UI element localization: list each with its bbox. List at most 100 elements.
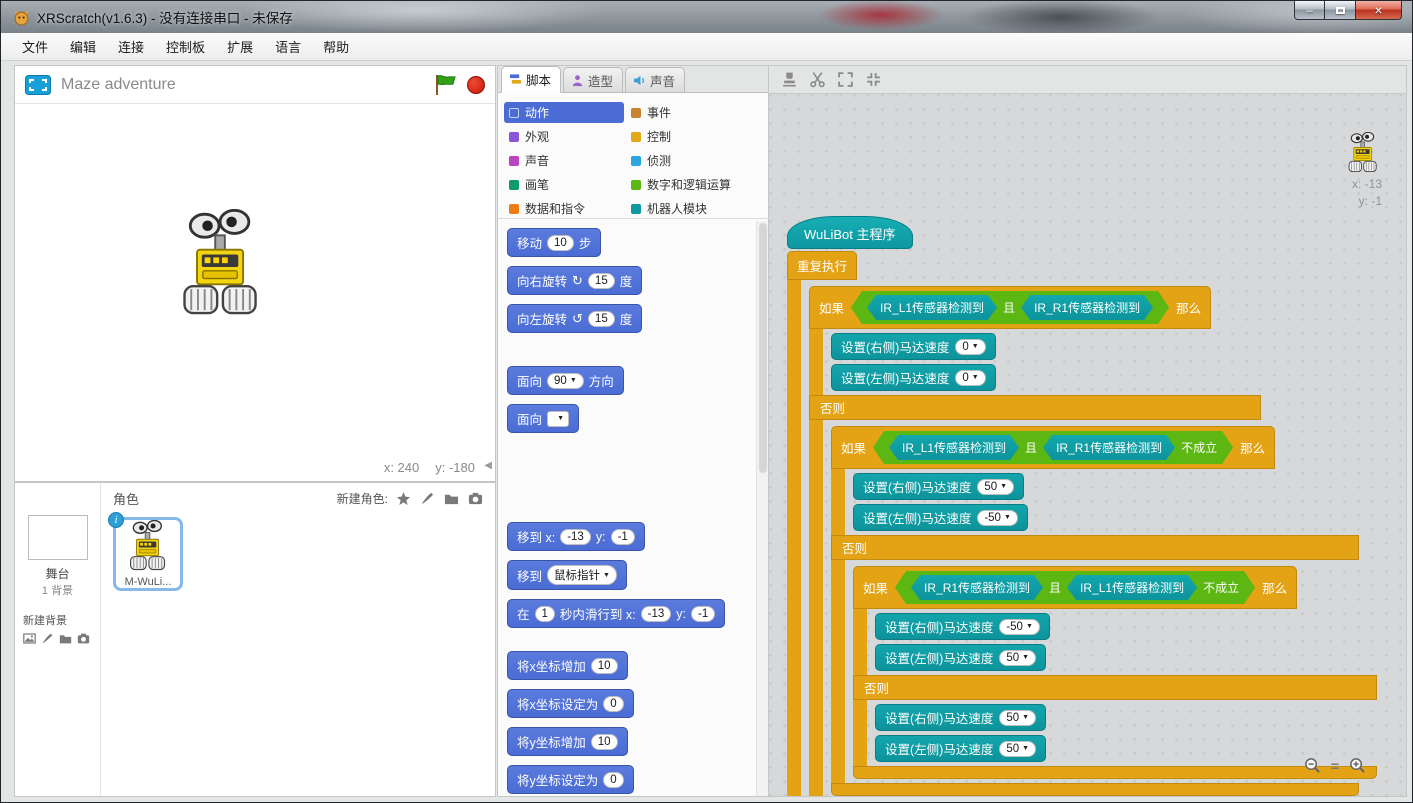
- grow-sprite-icon[interactable]: [837, 71, 854, 88]
- block-change-x[interactable]: 将x坐标增加 10: [507, 651, 628, 680]
- menu-item-extension[interactable]: 扩展: [227, 40, 254, 55]
- number-input[interactable]: 10: [590, 733, 618, 750]
- sensor-ir-l1-block[interactable]: IR_L1传感器检测到: [867, 295, 997, 320]
- speed-dropdown[interactable]: 0▼: [955, 369, 986, 386]
- sensor-ir-r1-block[interactable]: IR_R1传感器检测到: [911, 575, 1043, 600]
- speed-dropdown[interactable]: 50▼: [999, 740, 1037, 757]
- number-input[interactable]: 15: [587, 272, 615, 289]
- block-move[interactable]: 移动 10 步: [507, 228, 602, 257]
- sprite-info-icon[interactable]: i: [108, 512, 124, 528]
- stamp-icon[interactable]: [781, 71, 798, 88]
- speed-dropdown[interactable]: 50▼: [999, 709, 1037, 726]
- script-stack[interactable]: WuLiBot 主程序 重复执行 如果 IR_L1传感器检测到 且 IR_R1传: [787, 216, 1377, 796]
- menu-item-language[interactable]: 语言: [275, 40, 302, 55]
- sprite-thumbnail-selected[interactable]: i M-WuLi...: [108, 512, 183, 591]
- if-else-block-2[interactable]: 如果 IR_L1传感器检测到 且 IR_R1传感器检测到 不成立 那么: [831, 426, 1377, 796]
- close-button[interactable]: ×: [1355, 1, 1402, 20]
- sprite-library-icon[interactable]: [396, 491, 411, 506]
- set-right-motor-block[interactable]: 设置(右侧)马达速度 50▼: [853, 473, 1025, 500]
- stage[interactable]: [15, 104, 495, 456]
- zoom-in-icon[interactable]: [1349, 757, 1366, 774]
- set-left-motor-block[interactable]: 设置(左侧)马达速度 50▼: [875, 735, 1047, 762]
- set-left-motor-block[interactable]: 设置(左侧)马达速度 -50▼: [853, 504, 1028, 531]
- backdrop-library-icon[interactable]: [23, 632, 36, 645]
- category-sound[interactable]: 声音: [504, 150, 624, 171]
- block-goto-target[interactable]: 移到 鼠标指针▼: [507, 560, 627, 590]
- set-right-motor-block[interactable]: 设置(右侧)马达速度 50▼: [875, 704, 1047, 731]
- tab-costumes[interactable]: 造型: [563, 67, 624, 92]
- block-point-towards[interactable]: 面向 ▼: [507, 404, 580, 433]
- category-operators[interactable]: 数字和逻辑运算: [626, 174, 762, 195]
- presentation-mode-icon[interactable]: [25, 74, 51, 95]
- category-pen[interactable]: 画笔: [504, 174, 624, 195]
- camera-sprite-icon[interactable]: [468, 491, 483, 506]
- speed-dropdown[interactable]: -50▼: [977, 509, 1018, 526]
- block-glide[interactable]: 在 1 秒内滑行到 x: -13 y: -1: [507, 599, 726, 628]
- upload-backdrop-icon[interactable]: [59, 632, 72, 645]
- paint-sprite-icon[interactable]: [420, 491, 435, 506]
- sensor-ir-l1-block[interactable]: IR_L1传感器检测到: [889, 435, 1019, 460]
- block-set-x[interactable]: 将x坐标设定为 0: [507, 689, 634, 718]
- if-else-block-3[interactable]: 如果 IR_R1传感器检测到 且 IR_L1传感器检测到 不成立: [853, 566, 1377, 779]
- menu-item-board[interactable]: 控制板: [166, 40, 206, 55]
- number-input[interactable]: 10: [547, 234, 574, 251]
- stage-selector[interactable]: 舞台 1 背景 新建背景: [15, 483, 101, 796]
- category-motion[interactable]: 动作: [504, 102, 624, 123]
- palette-scrollbar[interactable]: [756, 221, 768, 796]
- paint-backdrop-icon[interactable]: [41, 632, 54, 645]
- set-left-motor-block[interactable]: 设置(左侧)马达速度 0▼: [831, 364, 996, 391]
- number-input[interactable]: 10: [590, 657, 618, 674]
- palette-scrollbar-thumb[interactable]: [759, 223, 767, 473]
- and-not-block[interactable]: IR_L1传感器检测到 且 IR_R1传感器检测到 不成立: [873, 431, 1233, 464]
- titlebar[interactable]: XRScratch(v1.6.3) - 没有连接串口 - 未保存 – ×: [1, 1, 1412, 33]
- number-input[interactable]: 1: [534, 605, 555, 622]
- shrink-sprite-icon[interactable]: [865, 71, 882, 88]
- tab-scripts[interactable]: 脚本: [501, 66, 562, 93]
- stage-sprite-robot[interactable]: [173, 209, 269, 325]
- sensor-ir-r1-block[interactable]: IR_R1传感器检测到: [1021, 295, 1153, 320]
- number-input[interactable]: 0: [603, 771, 624, 788]
- speed-dropdown[interactable]: 50▼: [977, 478, 1015, 495]
- number-input[interactable]: -13: [560, 528, 591, 545]
- block-point-direction[interactable]: 面向 90▼ 方向: [507, 366, 624, 395]
- speed-dropdown[interactable]: 0▼: [955, 338, 986, 355]
- block-turn-right[interactable]: 向右旋转 ↻ 15 度: [507, 266, 643, 295]
- maximize-button[interactable]: [1325, 1, 1355, 20]
- category-robot[interactable]: 机器人模块: [626, 198, 762, 219]
- category-sensing[interactable]: 侦测: [626, 150, 762, 171]
- number-input[interactable]: -1: [690, 605, 716, 622]
- category-events[interactable]: 事件: [626, 102, 762, 123]
- target-dropdown[interactable]: ▼: [547, 410, 570, 427]
- zoom-out-icon[interactable]: [1304, 757, 1321, 774]
- category-data[interactable]: 数据和指令: [504, 198, 624, 219]
- forever-block[interactable]: 重复执行 如果 IR_L1传感器检测到 且 IR_R1传感器检测到: [787, 251, 1377, 796]
- speed-dropdown[interactable]: 50▼: [999, 649, 1037, 666]
- category-looks[interactable]: 外观: [504, 126, 624, 147]
- stage-thumbnail[interactable]: [27, 515, 88, 560]
- sensor-ir-r1-block[interactable]: IR_R1传感器检测到: [1043, 435, 1175, 460]
- block-turn-left[interactable]: 向左旋转 ↺ 15 度: [507, 304, 643, 333]
- block-change-y[interactable]: 将y坐标增加 10: [507, 727, 628, 756]
- number-input[interactable]: 15: [587, 310, 615, 327]
- sensor-ir-l1-block[interactable]: IR_L1传感器检测到: [1067, 575, 1197, 600]
- number-input[interactable]: -13: [640, 605, 672, 622]
- set-left-motor-block[interactable]: 设置(左侧)马达速度 50▼: [875, 644, 1047, 671]
- minimize-button[interactable]: –: [1294, 1, 1325, 20]
- scripts-canvas[interactable]: x: -13 y: -1 WuLiBot 主程序 重复执行 如果 IR_L1传感…: [769, 94, 1406, 796]
- category-control[interactable]: 控制: [626, 126, 762, 147]
- scissors-icon[interactable]: [809, 71, 826, 88]
- shrink-stage-icon[interactable]: ◀: [484, 460, 492, 471]
- direction-dropdown[interactable]: 90▼: [547, 372, 584, 389]
- menu-item-file[interactable]: 文件: [22, 40, 49, 55]
- camera-backdrop-icon[interactable]: [77, 632, 90, 645]
- speed-dropdown[interactable]: -50▼: [999, 618, 1040, 635]
- set-right-motor-block[interactable]: 设置(右侧)马达速度 0▼: [831, 333, 996, 360]
- number-input[interactable]: 0: [603, 695, 624, 712]
- menu-item-edit[interactable]: 编辑: [70, 40, 97, 55]
- menu-item-help[interactable]: 帮助: [323, 40, 350, 55]
- and-not-block[interactable]: IR_R1传感器检测到 且 IR_L1传感器检测到 不成立: [895, 571, 1255, 604]
- hat-block-wulibot-main[interactable]: WuLiBot 主程序: [787, 216, 913, 249]
- zoom-reset-button[interactable]: =: [1330, 757, 1339, 774]
- block-set-y[interactable]: 将y坐标设定为 0: [507, 765, 634, 794]
- target-dropdown[interactable]: 鼠标指针▼: [547, 565, 617, 585]
